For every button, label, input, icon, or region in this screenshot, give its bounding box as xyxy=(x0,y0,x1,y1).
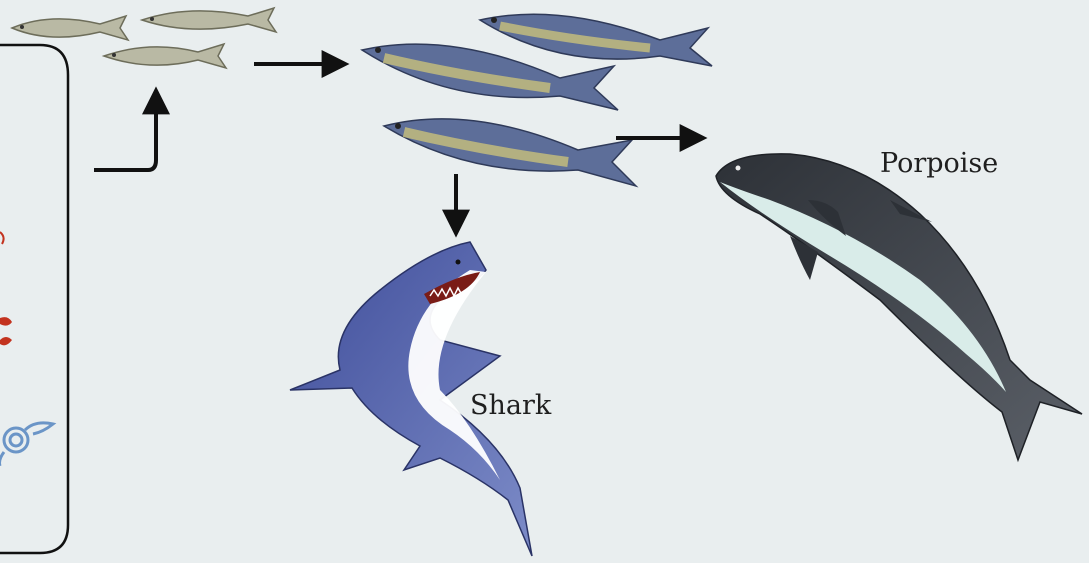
porpoise-label: Porpoise xyxy=(880,148,998,179)
porpoise-icon xyxy=(716,154,1082,460)
small-fish-icon xyxy=(12,16,128,40)
small-fish-icon xyxy=(142,8,276,32)
small-fish-icon xyxy=(104,44,226,68)
plankton-panel xyxy=(0,45,68,553)
mackerel-icon xyxy=(480,14,712,66)
plankton-icon xyxy=(0,232,53,466)
mackerel-group xyxy=(362,14,712,186)
small-fish-group xyxy=(12,8,276,68)
shark-label: Shark xyxy=(470,390,551,421)
mackerel-icon xyxy=(384,119,636,186)
arrow-icon xyxy=(94,92,156,170)
